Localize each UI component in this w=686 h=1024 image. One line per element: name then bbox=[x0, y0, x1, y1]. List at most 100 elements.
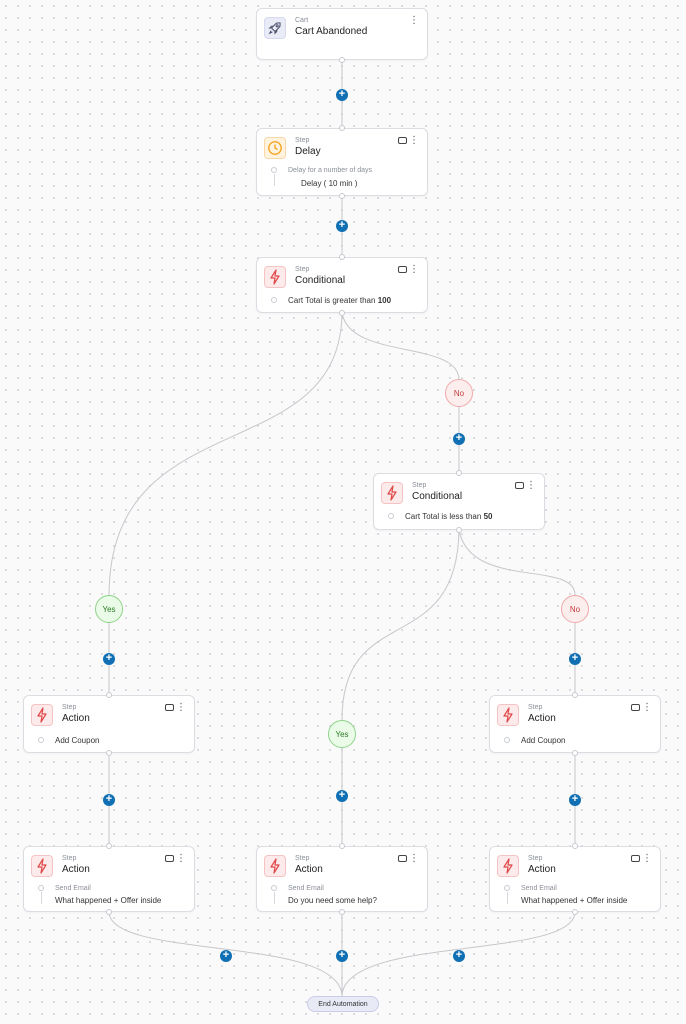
row-divider bbox=[41, 892, 42, 904]
row-dot bbox=[38, 885, 44, 891]
connector-port bbox=[339, 310, 345, 316]
more-vertical-icon[interactable]: ⋮ bbox=[176, 853, 186, 864]
card-title: Action bbox=[528, 713, 556, 724]
condition-text: Cart Total is greater than 100 bbox=[288, 296, 391, 305]
connector-port bbox=[339, 125, 345, 131]
row-dot bbox=[271, 297, 277, 303]
step-subtitle: Send Email bbox=[521, 885, 557, 892]
connector-port bbox=[456, 527, 462, 533]
step-value: Do you need some help? bbox=[288, 896, 377, 905]
comment-icon[interactable] bbox=[515, 482, 524, 489]
more-vertical-icon[interactable]: ⋮ bbox=[409, 15, 419, 26]
connector-port bbox=[339, 254, 345, 260]
step-card-action-add-coupon-left[interactable]: Step Action ⋮ Add Coupon bbox=[23, 695, 195, 753]
add-step-button[interactable]: + bbox=[569, 794, 581, 806]
row-dot bbox=[504, 737, 510, 743]
add-step-button[interactable]: + bbox=[569, 653, 581, 665]
connector-port bbox=[106, 843, 112, 849]
condition-amount: 50 bbox=[483, 512, 493, 521]
connector-port bbox=[572, 692, 578, 698]
card-title: Action bbox=[62, 864, 90, 875]
comment-icon[interactable] bbox=[631, 704, 640, 711]
branch-badge-no-2[interactable]: No bbox=[561, 595, 589, 623]
more-vertical-icon[interactable]: ⋮ bbox=[176, 702, 186, 713]
connector-port bbox=[456, 470, 462, 476]
branch-badge-yes-1[interactable]: Yes bbox=[95, 595, 123, 623]
more-vertical-icon[interactable]: ⋮ bbox=[409, 135, 419, 146]
condition-label: Cart Total is greater than bbox=[288, 296, 378, 305]
condition-text: Cart Total is less than 50 bbox=[405, 512, 492, 521]
add-step-button[interactable]: + bbox=[336, 950, 348, 962]
step-card-action-email-left[interactable]: Step Action ⋮ Send Email What happened +… bbox=[23, 846, 195, 912]
step-card-action-email-right[interactable]: Step Action ⋮ Send Email What happened +… bbox=[489, 846, 661, 912]
more-vertical-icon[interactable]: ⋮ bbox=[526, 480, 536, 491]
connector-port bbox=[339, 843, 345, 849]
card-title: Action bbox=[528, 864, 556, 875]
card-title: Action bbox=[62, 713, 90, 724]
connector-port bbox=[106, 692, 112, 698]
add-step-button[interactable]: + bbox=[220, 950, 232, 962]
step-value: What happened + Offer inside bbox=[521, 896, 628, 905]
more-vertical-icon[interactable]: ⋮ bbox=[409, 853, 419, 864]
step-card-conditional-1[interactable]: Step Conditional ⋮ Cart Total is greater… bbox=[256, 257, 428, 313]
lightning-icon bbox=[31, 704, 53, 726]
condition-amount: 100 bbox=[377, 296, 392, 305]
more-vertical-icon[interactable]: ⋮ bbox=[642, 853, 652, 864]
step-subtitle: Delay for a number of days bbox=[288, 167, 373, 174]
step-value: Delay ( 10 min ) bbox=[301, 179, 358, 188]
step-subtitle: Send Email bbox=[288, 885, 324, 892]
card-type-label: Cart bbox=[295, 17, 309, 24]
add-step-button[interactable]: + bbox=[336, 790, 348, 802]
card-title: Cart Abandoned bbox=[295, 26, 368, 37]
card-type-label: Step bbox=[412, 482, 427, 489]
card-title: Conditional bbox=[295, 275, 346, 286]
add-step-button[interactable]: + bbox=[103, 653, 115, 665]
more-vertical-icon[interactable]: ⋮ bbox=[642, 702, 652, 713]
row-dot bbox=[271, 885, 277, 891]
more-vertical-icon[interactable]: ⋮ bbox=[409, 264, 419, 275]
comment-icon[interactable] bbox=[631, 855, 640, 862]
comment-icon[interactable] bbox=[165, 704, 174, 711]
lightning-icon bbox=[264, 266, 286, 288]
card-type-label: Step bbox=[62, 855, 77, 862]
lightning-icon bbox=[31, 855, 53, 877]
connector-port bbox=[339, 57, 345, 63]
card-type-label: Step bbox=[295, 137, 310, 144]
lightning-icon bbox=[497, 704, 519, 726]
branch-badge-yes-2[interactable]: Yes bbox=[328, 720, 356, 748]
row-dot bbox=[271, 167, 277, 173]
lightning-icon bbox=[264, 855, 286, 877]
comment-icon[interactable] bbox=[398, 266, 407, 273]
card-type-label: Step bbox=[528, 855, 543, 862]
card-type-label: Step bbox=[295, 855, 310, 862]
row-divider bbox=[507, 892, 508, 904]
connector-port bbox=[572, 750, 578, 756]
comment-icon[interactable] bbox=[398, 137, 407, 144]
add-step-button[interactable]: + bbox=[453, 433, 465, 445]
connector-port bbox=[572, 909, 578, 915]
branch-badge-no-1[interactable]: No bbox=[445, 379, 473, 407]
add-step-button[interactable]: + bbox=[336, 220, 348, 232]
row-dot bbox=[388, 513, 394, 519]
add-step-button[interactable]: + bbox=[336, 89, 348, 101]
step-value: Add Coupon bbox=[55, 736, 100, 745]
connector-port bbox=[339, 909, 345, 915]
card-type-label: Step bbox=[528, 704, 543, 711]
step-card-conditional-2[interactable]: Step Conditional ⋮ Cart Total is less th… bbox=[373, 473, 545, 530]
card-type-label: Step bbox=[62, 704, 77, 711]
trigger-card-cart-abandoned[interactable]: Cart Cart Abandoned ⋮ bbox=[256, 8, 428, 60]
lightning-icon bbox=[381, 482, 403, 504]
end-automation-node[interactable]: End Automation bbox=[307, 996, 379, 1012]
step-card-action-add-coupon-right[interactable]: Step Action ⋮ Add Coupon bbox=[489, 695, 661, 753]
connector-port bbox=[106, 909, 112, 915]
add-step-button[interactable]: + bbox=[103, 794, 115, 806]
comment-icon[interactable] bbox=[165, 855, 174, 862]
row-dot bbox=[38, 737, 44, 743]
card-title: Conditional bbox=[412, 491, 463, 502]
connector-port bbox=[572, 843, 578, 849]
step-card-action-email-middle[interactable]: Step Action ⋮ Send Email Do you need som… bbox=[256, 846, 428, 912]
add-step-button[interactable]: + bbox=[453, 950, 465, 962]
row-dot bbox=[504, 885, 510, 891]
comment-icon[interactable] bbox=[398, 855, 407, 862]
step-card-delay[interactable]: Step Delay ⋮ Delay for a number of days … bbox=[256, 128, 428, 196]
